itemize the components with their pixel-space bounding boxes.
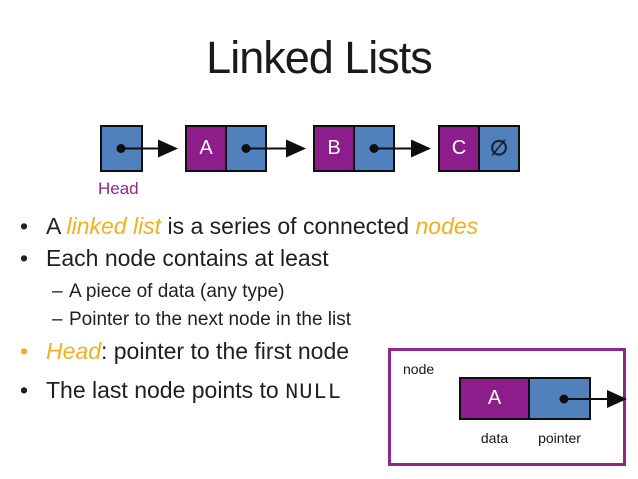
node-a: A [185, 125, 267, 172]
bullet1-text: A [46, 213, 67, 239]
node-c-pointer-cell: ∅ [478, 125, 520, 172]
node-a-data-cell: A [185, 125, 227, 172]
bullet2-text: Each node contains at least [46, 245, 329, 271]
dash-marker: – [52, 281, 63, 302]
node-c-value: C [451, 137, 467, 159]
data-caption: data [480, 430, 509, 446]
subbullet2-text: Pointer to the next node in the list [69, 309, 352, 330]
bullet-last-node-null: • The last node points to NULL [20, 377, 342, 405]
node-b: B [313, 125, 395, 172]
subbullet-pointer-next: –Pointer to the next node in the list [52, 309, 351, 331]
bullet-dot: • [20, 377, 29, 403]
bullet1-em-linked-list: linked list [66, 213, 162, 239]
bullet-dot: • [20, 245, 29, 271]
pointer-caption: pointer [538, 430, 581, 446]
bullet3-text: : pointer to the first node [100, 338, 350, 364]
node-b-data-cell: B [313, 125, 355, 172]
bullet4-text: The last node points to [46, 377, 286, 403]
node-c: C ∅ [438, 125, 520, 172]
node-anatomy-box: node A data pointer [388, 348, 626, 466]
node-b-value: B [327, 137, 341, 159]
node-a-pointer-cell [225, 125, 267, 172]
bullet-head-pointer: • Head: pointer to the first node [20, 338, 349, 364]
null-symbol: ∅ [489, 137, 509, 160]
head-pointer-square [100, 125, 143, 172]
node-anatomy-cells: A [459, 377, 591, 420]
subbullet1-text: A piece of data (any type) [69, 281, 285, 302]
bullet-each-node: • Each node contains at least [20, 245, 329, 271]
subbullet-piece-of-data: –A piece of data (any type) [52, 281, 284, 303]
bullet3-em-head: Head [46, 338, 101, 364]
node-a-value: A [199, 137, 213, 159]
bullet-dot: • [20, 213, 29, 239]
head-label: Head [98, 179, 139, 198]
bullet-dot-yellow: • [20, 338, 29, 364]
dash-marker: – [52, 309, 63, 330]
bullet-linked-list-definition: •A linked list is a series of connected … [20, 213, 478, 239]
null-keyword: NULL [285, 380, 342, 405]
anatomy-data-cell: A [459, 377, 530, 420]
slide-title: Linked Lists [206, 32, 433, 83]
node-box-label: node [403, 361, 435, 377]
anatomy-pointer-cell [528, 377, 591, 420]
node-c-data-cell: C [438, 125, 480, 172]
node-b-pointer-cell [353, 125, 395, 172]
bullet1-em-nodes: nodes [415, 213, 479, 239]
bullet1-mid-text: is a series of connected [161, 213, 416, 239]
anatomy-data-value: A [487, 387, 502, 409]
